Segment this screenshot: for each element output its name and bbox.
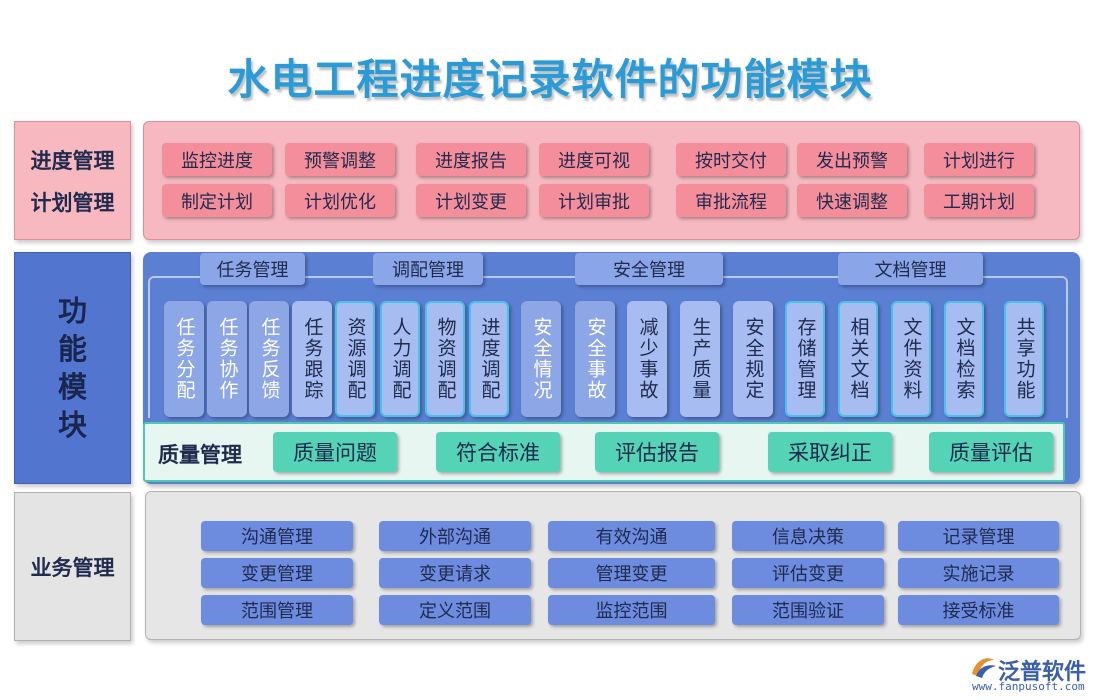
group-safety: 安全管理 (575, 253, 723, 285)
group-docs: 文档管理 (838, 253, 983, 285)
top-item: 监控进度 (162, 143, 272, 176)
top-item: 快速调整 (797, 184, 907, 217)
module-cell: 文件资料 (891, 301, 931, 417)
side-label-schedule: 进度管理 计划管理 (14, 121, 131, 240)
side-label-progress: 进度管理 (30, 148, 115, 173)
module-cell: 进度调配 (469, 301, 509, 417)
top-item: 计划变更 (416, 184, 526, 217)
module-cell: 存储管理 (785, 301, 825, 417)
top-item: 计划进行 (924, 143, 1034, 176)
module-cell: 相关文档 (838, 301, 878, 417)
module-cell: 物资调配 (425, 301, 465, 417)
business-item: 变更请求 (379, 558, 531, 588)
quality-item: 符合标准 (436, 432, 560, 472)
business-item: 范围验证 (732, 595, 884, 625)
module-cell: 人力调配 (380, 301, 420, 417)
business-item: 沟通管理 (201, 521, 353, 551)
brand-logo: 泛普软件 www.fanpusoft.com (968, 652, 1094, 696)
business-item: 范围管理 (201, 595, 353, 625)
quality-item: 评估报告 (595, 432, 719, 472)
quality-item: 质量问题 (273, 432, 397, 472)
logo-url: www.fanpusoft.com (972, 680, 1085, 693)
schedule-panel (143, 121, 1080, 240)
business-item: 信息决策 (732, 521, 884, 551)
module-cell: 安全情况 (521, 301, 561, 417)
module-cell: 安全事故 (575, 301, 615, 417)
business-item: 变更管理 (201, 558, 353, 588)
business-item: 监控范围 (548, 595, 715, 625)
top-item: 按时交付 (676, 143, 786, 176)
top-item: 进度报告 (416, 143, 526, 176)
logo-name: 泛普软件 (998, 660, 1087, 685)
page-title: 水电工程进度记录软件的功能模块 (227, 55, 873, 104)
business-item: 接受标准 (898, 595, 1059, 625)
quality-item: 采取纠正 (768, 432, 892, 472)
group-task: 任务管理 (200, 253, 305, 285)
top-item: 发出预警 (797, 143, 907, 176)
module-cell: 资源调配 (335, 301, 375, 417)
group-allocation: 调配管理 (373, 253, 483, 285)
module-cell: 文档检索 (944, 301, 984, 417)
logo-icon (972, 658, 996, 678)
module-cell: 共享功能 (1004, 301, 1044, 417)
side-label-modules: 功 能 模 块 (14, 252, 131, 484)
business-item: 有效沟通 (548, 521, 715, 551)
business-item: 记录管理 (898, 521, 1059, 551)
business-item: 管理变更 (548, 558, 715, 588)
business-item: 外部沟通 (379, 521, 531, 551)
module-cell: 任务反馈 (249, 301, 289, 417)
side-label-business: 业务管理 (14, 492, 131, 641)
quality-label: 质量管理 (158, 443, 242, 467)
side-label-plan: 计划管理 (30, 190, 115, 215)
module-cell: 任务跟踪 (292, 301, 332, 417)
module-cell: 生产质量 (680, 301, 720, 417)
module-cell: 减少事故 (627, 301, 667, 417)
module-cell: 任务协作 (207, 301, 247, 417)
module-cell: 安全规定 (733, 301, 773, 417)
top-item: 计划审批 (539, 184, 649, 217)
top-item: 进度可视 (539, 143, 649, 176)
top-item: 制定计划 (162, 184, 272, 217)
module-cell: 任务分配 (164, 301, 204, 417)
top-item: 预警调整 (285, 143, 395, 176)
top-item: 审批流程 (676, 184, 786, 217)
business-item: 评估变更 (732, 558, 884, 588)
business-item: 实施记录 (898, 558, 1059, 588)
top-item: 工期计划 (924, 184, 1034, 217)
quality-item: 质量评估 (929, 432, 1053, 472)
top-item: 计划优化 (285, 184, 395, 217)
business-item: 定义范围 (379, 595, 531, 625)
